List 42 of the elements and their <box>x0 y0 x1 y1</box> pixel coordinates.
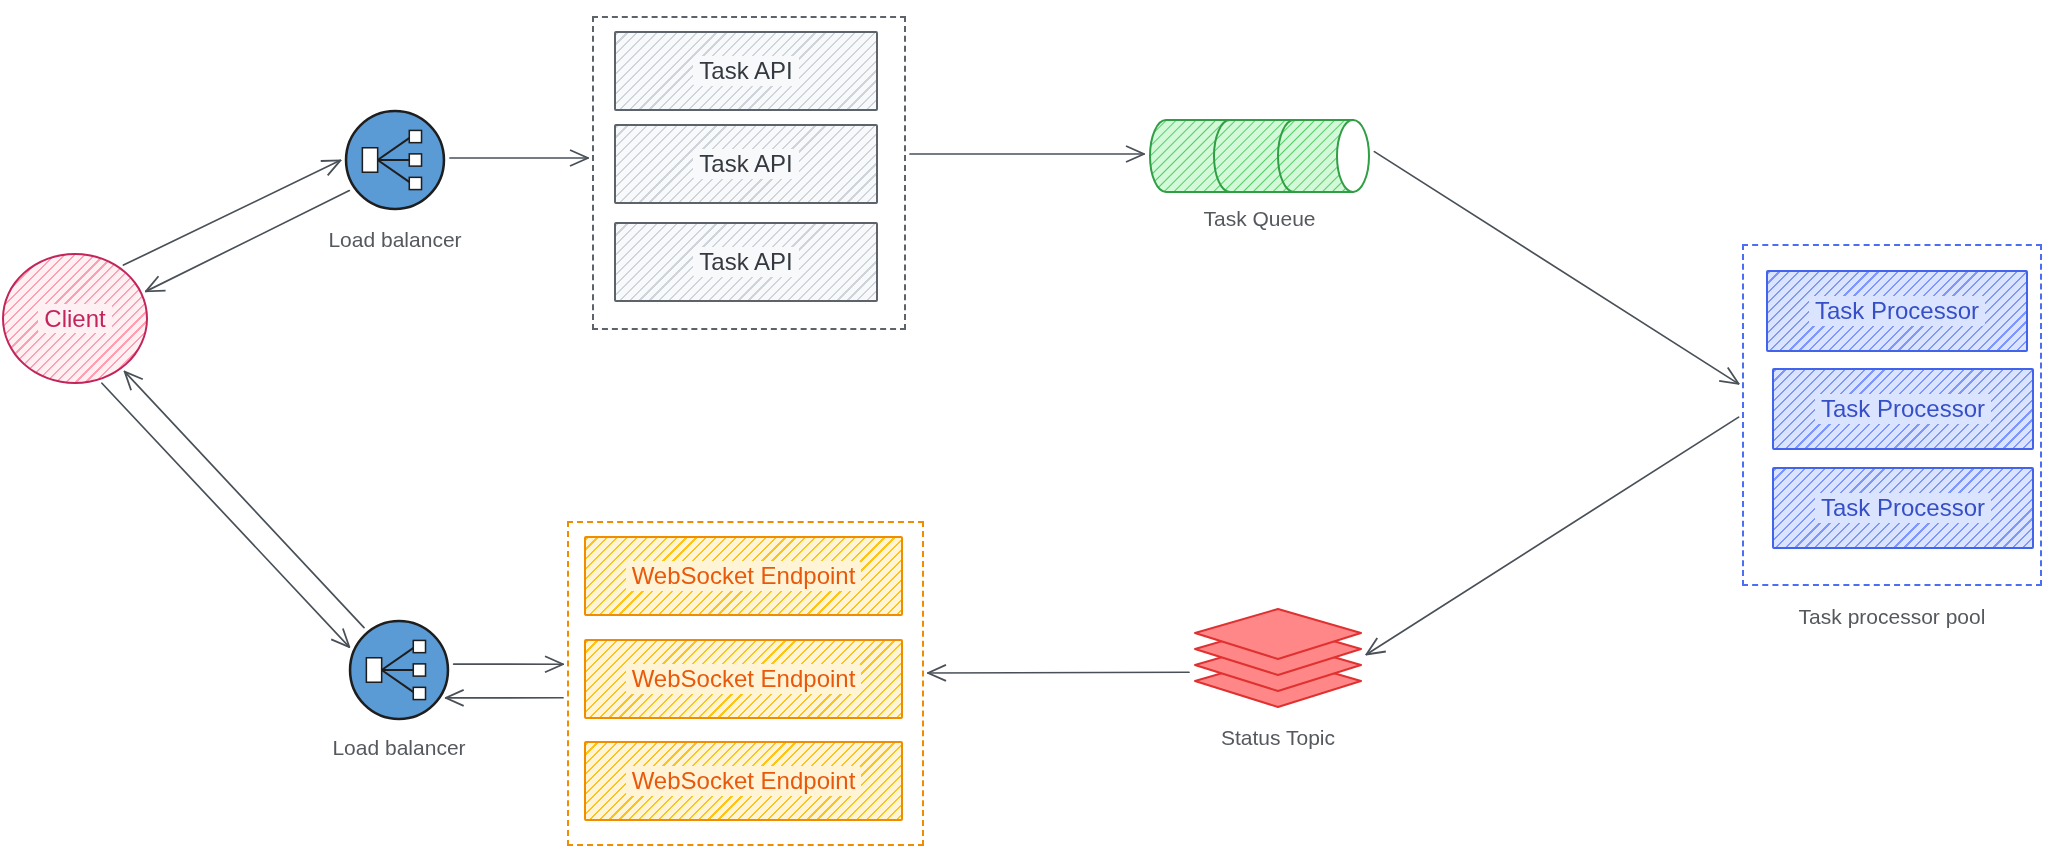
node-label: Task Processor <box>1814 493 1992 523</box>
network-hub-icon <box>344 109 446 211</box>
node-label: Task API <box>693 56 799 86</box>
arrow <box>927 664 1190 682</box>
node-label: WebSocket Endpoint <box>625 766 862 796</box>
arrow <box>452 655 564 674</box>
dashed-container <box>592 16 906 330</box>
dashed-container <box>567 521 924 846</box>
cylinder-icon <box>1148 118 1371 194</box>
arrow <box>444 689 564 707</box>
node-label: Client <box>38 303 112 334</box>
arrow <box>909 145 1145 163</box>
layers-icon <box>1193 607 1363 711</box>
process-box <box>1766 270 2028 352</box>
node-caption: Task Queue <box>1203 206 1316 232</box>
node-caption: Load balancer <box>332 735 466 761</box>
process-box <box>614 222 878 302</box>
process-box <box>1772 368 2034 450</box>
dashed-container <box>1742 244 2042 586</box>
process-box <box>614 31 878 111</box>
arrow <box>122 159 342 266</box>
process-box <box>584 639 903 719</box>
node-label: Task Processor <box>1808 296 1986 326</box>
node-caption: Task processor pool <box>1798 604 1986 630</box>
arrow <box>145 189 351 293</box>
node-caption: Load balancer <box>328 227 462 253</box>
process-box <box>584 741 903 821</box>
node-label: Task Processor <box>1814 394 1992 424</box>
process-box <box>584 536 903 616</box>
node-label: Task API <box>693 149 799 179</box>
process-box <box>1772 467 2034 549</box>
arrow <box>449 149 589 167</box>
network-hub-icon <box>348 619 450 721</box>
arrow <box>123 370 365 629</box>
process-box <box>614 124 878 204</box>
arrow <box>1365 416 1740 656</box>
node-label: Task API <box>693 247 799 277</box>
arrow <box>101 382 351 648</box>
node-label: WebSocket Endpoint <box>625 561 862 591</box>
node-caption: Status Topic <box>1221 725 1335 751</box>
arrow <box>1373 150 1740 385</box>
node-label: WebSocket Endpoint <box>625 664 862 694</box>
